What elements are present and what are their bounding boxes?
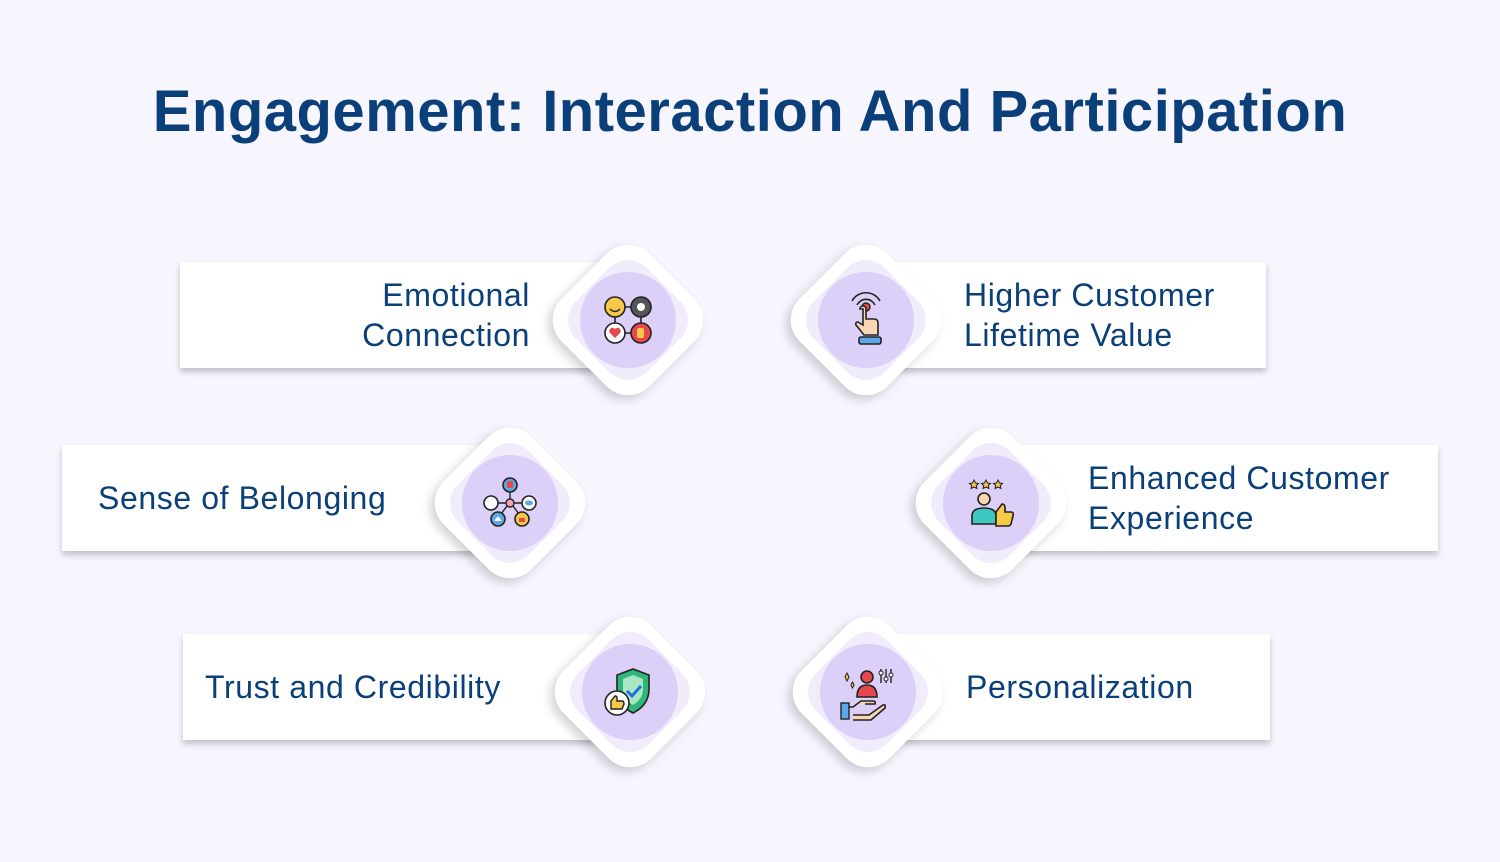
item-label-line: Emotional bbox=[382, 277, 530, 313]
icon-badge bbox=[422, 415, 598, 591]
tap-hand-icon bbox=[851, 292, 882, 345]
item-card-higher-customer-lifetime-value: Higher Customer Lifetime Value bbox=[866, 262, 1266, 368]
emotions-icon bbox=[604, 296, 652, 344]
page-title: Engagement: Interaction And Participatio… bbox=[152, 79, 1348, 144]
item-label-line: Connection bbox=[362, 317, 530, 353]
icon-badge bbox=[540, 232, 716, 408]
icon-badge bbox=[542, 604, 718, 780]
item-card-sense-of-belonging: Sense of Belonging bbox=[62, 445, 482, 551]
item-label-line: Trust and Credibility bbox=[205, 669, 501, 705]
icon-badge bbox=[778, 232, 954, 408]
rated-customer-thumbs-up-icon bbox=[968, 478, 1015, 527]
item-label-line: Enhanced Customer bbox=[1088, 460, 1390, 496]
community-network-icon bbox=[483, 477, 537, 527]
icon-badge bbox=[903, 415, 1079, 591]
icon-badge bbox=[780, 604, 956, 780]
item-label-line: Higher Customer bbox=[964, 277, 1215, 313]
person-in-hand-settings-icon bbox=[840, 669, 894, 721]
item-label-line: Lifetime Value bbox=[964, 317, 1173, 353]
item-card-trust-and-credibility: Trust and Credibility bbox=[183, 634, 603, 740]
item-card-emotional-connection: Emotional Connection bbox=[180, 262, 600, 368]
item-label-line: Experience bbox=[1088, 500, 1255, 536]
item-label-line: Personalization bbox=[966, 669, 1194, 705]
item-label-line: Sense of Belonging bbox=[98, 480, 387, 516]
shield-check-thumbs-up-icon bbox=[604, 668, 650, 716]
